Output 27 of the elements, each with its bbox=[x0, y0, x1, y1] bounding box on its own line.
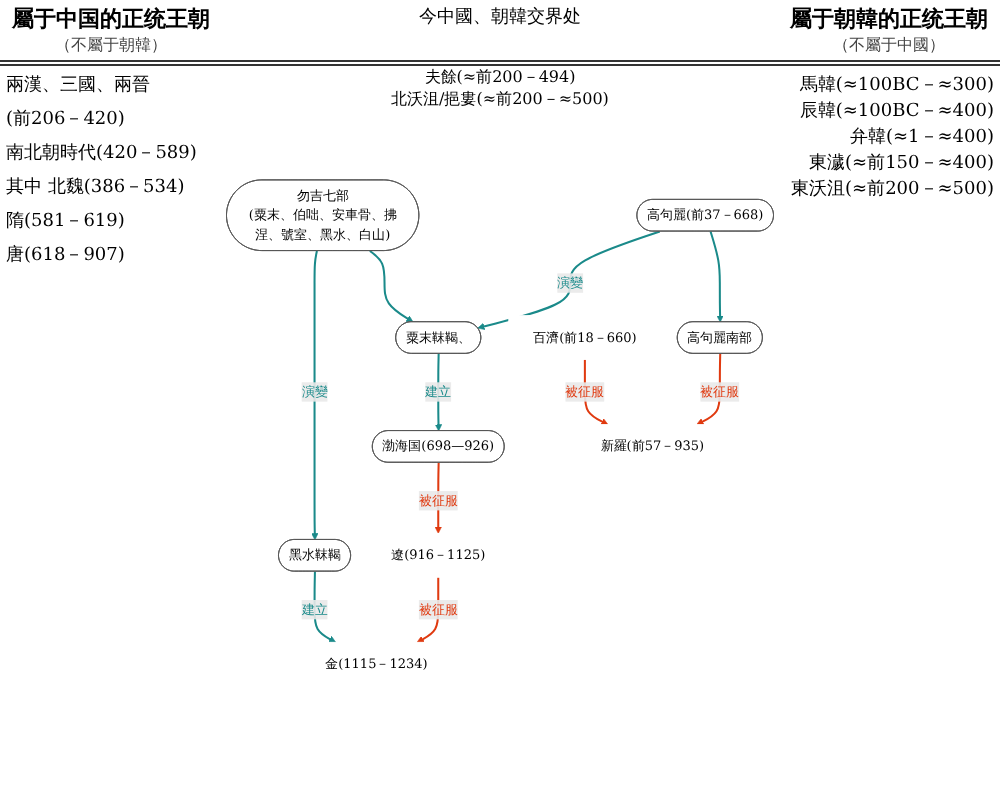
period-label: 南北朝時代(420－589) bbox=[6, 141, 199, 166]
heading: 屬于朝韓的正统王朝 bbox=[790, 4, 988, 34]
period-label: 兩漢、三國、兩晉 bbox=[6, 73, 152, 98]
period-label: 今中國、朝韓交界处 bbox=[419, 5, 581, 30]
period-label: 辰韓(≈100BC－≈400) bbox=[797, 99, 994, 124]
period-label: 弁韓(≈1－≈400) bbox=[847, 125, 994, 150]
period-label: 其中 北魏(386－534) bbox=[6, 175, 187, 200]
period-label: 夫餘(≈前200－494) bbox=[422, 66, 578, 88]
arrow bbox=[696, 353, 722, 425]
period-label: （不屬于中國） bbox=[831, 34, 947, 56]
period-label: 東沃沮(≈前200－≈500) bbox=[789, 177, 994, 202]
period-label: 隋(581－619) bbox=[6, 209, 127, 234]
arrow bbox=[583, 359, 609, 425]
arrow bbox=[313, 571, 336, 643]
period-label: (前206－420) bbox=[6, 107, 127, 132]
period-label: 馬韓(≈100BC－≈300) bbox=[797, 73, 994, 98]
arrow bbox=[311, 250, 319, 541]
heading: 屬于中国的正统王朝 bbox=[12, 4, 210, 34]
arrow bbox=[434, 462, 442, 534]
arrow bbox=[709, 231, 724, 323]
arrow bbox=[434, 353, 443, 432]
period-label: 北沃沮/挹婁(≈前200－≈500) bbox=[391, 88, 609, 110]
period-label: 東濊(≈前150－≈400) bbox=[807, 151, 994, 176]
period-label: （不屬于朝韓） bbox=[53, 34, 169, 56]
arrow bbox=[477, 230, 661, 330]
period-label: 唐(618－907) bbox=[6, 243, 127, 268]
arrow bbox=[369, 250, 414, 323]
